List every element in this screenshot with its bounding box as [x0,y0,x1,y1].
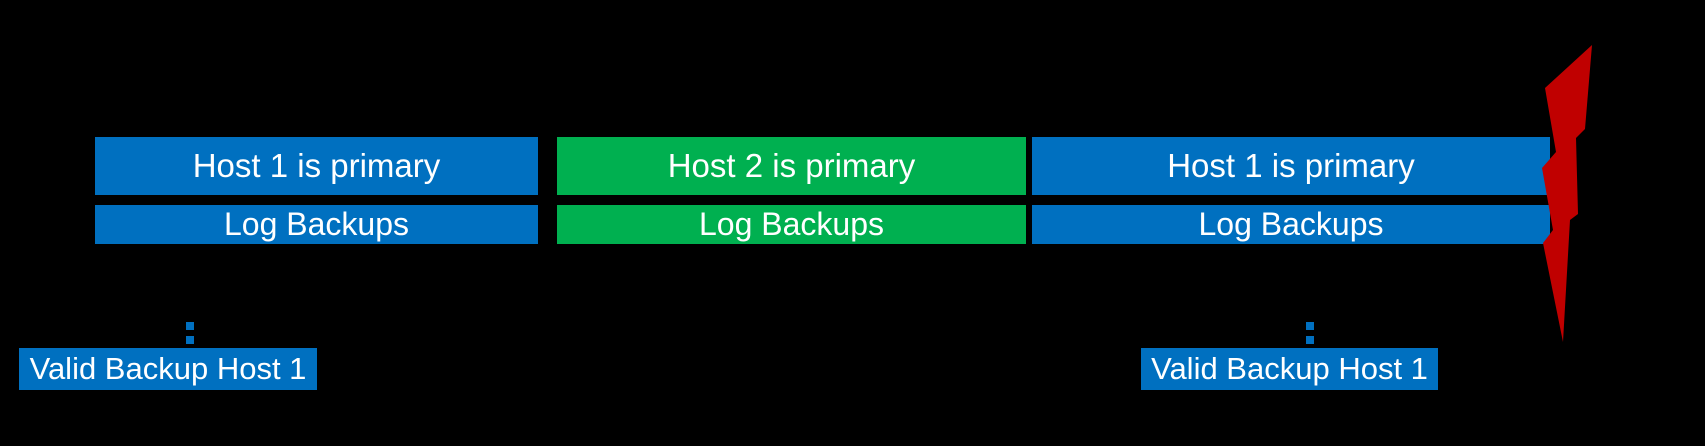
backup-marker-dot [1306,322,1314,330]
valid-backup-label-text: Valid Backup Host 1 [1151,351,1428,386]
primary-bar-host2: Host 2 is primary [557,137,1026,195]
valid-backup-label-first: Valid Backup Host 1 [19,348,317,390]
backup-marker-dot [1306,336,1314,344]
log-backups-bar-host1-second: Log Backups [1032,205,1550,244]
primary-bar-label: Host 2 is primary [667,147,916,184]
backup-marker-dot [186,336,194,344]
valid-backup-label-text: Valid Backup Host 1 [29,351,307,386]
log-backups-bar-host1-first: Log Backups [95,205,538,244]
valid-backup-label-second: Valid Backup Host 1 [1141,348,1438,390]
primary-bar-label: Host 1 is primary [1167,147,1415,184]
backup-marker-dot [186,322,194,330]
log-backups-bar-label: Log Backups [698,206,884,242]
log-backups-bar-label: Log Backups [1198,206,1384,242]
log-backups-bar-label: Log Backups [223,206,409,242]
primary-bar-host1-first: Host 1 is primary [95,137,538,195]
primary-bar-label: Host 1 is primary [192,147,441,184]
primary-bar-host1-second: Host 1 is primary [1032,137,1550,195]
log-backups-bar-host2: Log Backups [557,205,1026,244]
